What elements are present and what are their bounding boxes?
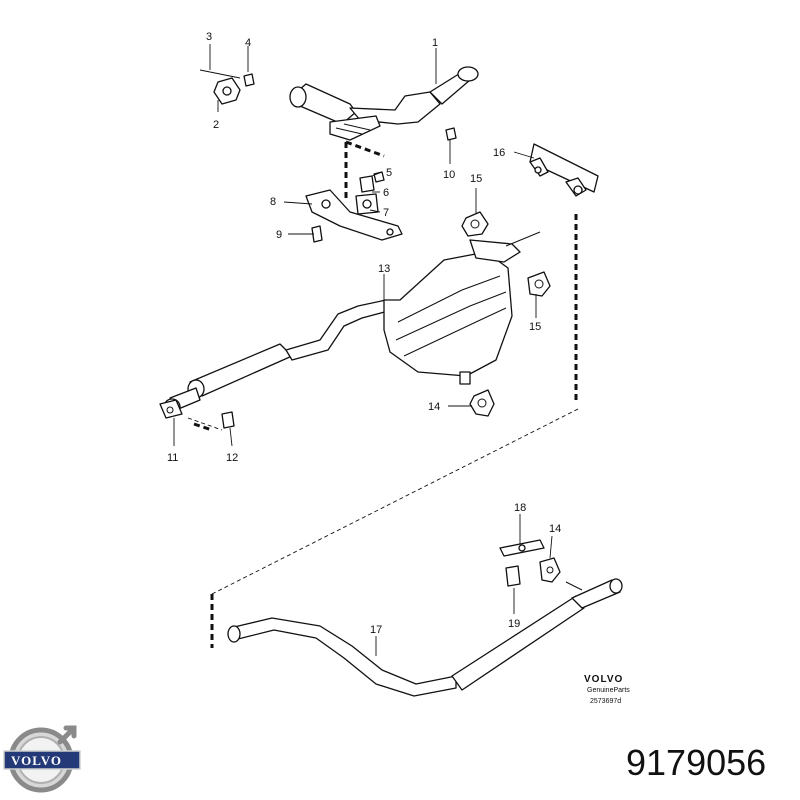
gasket: [199, 69, 255, 105]
callout-16: 16: [493, 147, 505, 159]
clamps: [159, 399, 235, 429]
callout-12: 12: [226, 452, 238, 464]
genuine-parts-box: VOLVO GenuineParts 2573697d: [584, 674, 630, 705]
part-number: 9179056: [626, 742, 766, 783]
callout-15: 15: [470, 173, 482, 185]
callout-9: 9: [276, 229, 282, 241]
callout-11: 11: [167, 452, 178, 464]
callout-5: 5: [386, 167, 392, 179]
rubber-hanger: [461, 211, 551, 417]
rear-bracket: [499, 539, 583, 591]
leader-lines: [173, 44, 553, 656]
callout-2: 2: [213, 119, 219, 131]
volvo-logo: VOLVO: [3, 725, 81, 793]
middle-pipe-silencer: [163, 231, 541, 416]
callout-1: 1: [432, 37, 438, 49]
callout-3: 3: [206, 31, 212, 43]
callout-7: 7: [383, 207, 389, 219]
callout-19: 19: [508, 618, 520, 630]
dashed-alignment-lines: [187, 140, 581, 648]
callout-8: 8: [270, 196, 276, 208]
support-bracket: [305, 171, 403, 243]
callout-labels: 1 2 3 4 5 6 7 8 9 10 11 12 13 14 14 15 1…: [167, 31, 561, 636]
callout-10: 10: [443, 169, 455, 181]
callout-14-rear: 14: [549, 523, 561, 535]
brand-word: VOLVO: [584, 674, 623, 685]
drawing-code: 2573697d: [590, 698, 621, 705]
callout-13: 13: [378, 263, 390, 275]
front-pipe-catalyst: [289, 66, 479, 141]
callout-4: 4: [245, 37, 251, 49]
callout-17: 17: [370, 624, 382, 636]
callout-14: 14: [428, 401, 440, 413]
callout-6: 6: [383, 187, 389, 199]
heat-shield-bracket: [529, 143, 599, 197]
callout-15-lower: 15: [529, 321, 541, 333]
callout-18: 18: [514, 502, 526, 514]
tail-pipe: [227, 578, 623, 697]
bolt: [445, 127, 457, 141]
genuine-parts-text: GenuineParts: [587, 687, 630, 694]
logo-word: VOLVO: [11, 753, 62, 768]
